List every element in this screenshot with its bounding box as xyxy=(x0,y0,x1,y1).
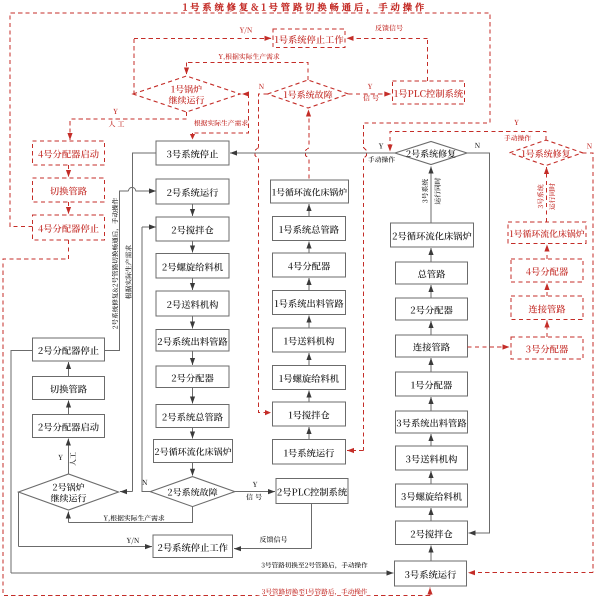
svg-text:1号系统停止工作: 1号系统停止工作 xyxy=(274,32,343,46)
svg-text:2号循环流化床锅炉: 2号循环流化床锅炉 xyxy=(154,445,231,458)
svg-text:1号锅炉: 1号锅炉 xyxy=(171,83,202,96)
svg-text:1号循环流化床锅炉: 1号循环流化床锅炉 xyxy=(272,186,347,199)
svg-text:Y/N: Y/N xyxy=(126,536,139,546)
svg-text:2号系统总管路: 2号系统总管路 xyxy=(162,410,224,424)
svg-text:3号管路切换至2号管路后，手动操作: 3号管路切换至2号管路后，手动操作 xyxy=(261,560,368,570)
svg-text:N: N xyxy=(475,141,481,151)
svg-text:1号系统修复: 1号系统修复 xyxy=(521,147,570,160)
svg-text:2号分配器: 2号分配器 xyxy=(171,370,214,384)
svg-text:连接管路: 连接管路 xyxy=(528,301,566,315)
svg-text:3号送料机构: 3号送料机构 xyxy=(406,452,458,466)
svg-text:Y: Y xyxy=(368,82,373,92)
svg-text:Y/N: Y/N xyxy=(239,26,252,36)
svg-text:N: N xyxy=(142,478,148,488)
svg-text:2号循环流化床锅炉: 2号循环流化床锅炉 xyxy=(392,229,472,243)
svg-text:Y: Y xyxy=(58,453,63,463)
svg-text:N: N xyxy=(259,82,265,92)
svg-text:1号螺旋给料机: 1号螺旋给料机 xyxy=(279,371,340,385)
svg-text:1号循环流化床锅炉: 1号循环流化床锅炉 xyxy=(509,227,584,240)
svg-text:2号分配器: 2号分配器 xyxy=(410,303,453,317)
svg-text:1号分配器: 1号分配器 xyxy=(411,378,453,392)
svg-text:1号PLC控制系统: 1号PLC控制系统 xyxy=(394,86,464,100)
svg-text:根据实际生产需求: 根据实际生产需求 xyxy=(123,245,133,300)
svg-text:总管路: 总管路 xyxy=(418,267,447,281)
svg-text:根据实际生产需求: 根据实际生产需求 xyxy=(194,118,249,128)
svg-text:3号系统出料管路: 3号系统出料管路 xyxy=(396,416,467,430)
svg-text:2号系统故障: 2号系统故障 xyxy=(167,486,217,499)
svg-text:1号系统故障: 1号系统故障 xyxy=(283,88,332,101)
svg-text:1号系统总管路: 1号系统总管路 xyxy=(279,222,340,236)
svg-text:Y: Y xyxy=(113,107,118,117)
svg-text:2号搅拌仓: 2号搅拌仓 xyxy=(410,526,453,540)
svg-text:信 号: 信 号 xyxy=(246,493,262,503)
svg-text:Y: Y xyxy=(514,118,519,128)
svg-text:信 号: 信 号 xyxy=(363,94,379,104)
svg-text:继续运行: 继续运行 xyxy=(50,492,86,505)
svg-text:手动操作: 手动操作 xyxy=(504,133,531,143)
svg-text:反馈信号: 反馈信号 xyxy=(375,24,403,34)
svg-text:切换管路: 切换管路 xyxy=(50,184,88,198)
svg-text:切换管路: 切换管路 xyxy=(50,382,88,396)
svg-text:连接管路: 连接管路 xyxy=(413,340,451,354)
svg-text:2号系统修复&2号管路切换畅通后，手动操作: 2号系统修复&2号管路切换畅通后，手动操作 xyxy=(110,197,120,329)
svg-text:3号系统: 3号系统 xyxy=(420,179,430,203)
svg-text:Y,根据实际生产需求: Y,根据实际生产需求 xyxy=(218,51,280,61)
svg-text:Y,根据实际生产需求: Y,根据实际生产需求 xyxy=(103,512,165,522)
svg-text:2号搅拌仓: 2号搅拌仓 xyxy=(171,223,214,237)
svg-text:2号送料机构: 2号送料机构 xyxy=(167,297,219,311)
svg-text:3号系统停止: 3号系统停止 xyxy=(167,147,219,161)
svg-text:1号系统出料管路: 1号系统出料管路 xyxy=(274,296,344,310)
svg-text:继续运行: 继续运行 xyxy=(168,94,204,107)
svg-text:1号搅拌仓: 1号搅拌仓 xyxy=(288,408,330,422)
svg-text:2号系统停止工作: 2号系统停止工作 xyxy=(158,540,229,554)
svg-text:2号系统运行: 2号系统运行 xyxy=(167,185,220,199)
svg-text:反馈信号: 反馈信号 xyxy=(260,535,288,545)
svg-text:3号系统: 3号系统 xyxy=(535,184,545,208)
svg-text:1号系统运行: 1号系统运行 xyxy=(284,445,336,459)
svg-text:Y: Y xyxy=(253,480,258,490)
svg-text:3号系统运行: 3号系统运行 xyxy=(405,567,458,581)
svg-text:人 工: 人 工 xyxy=(109,120,125,130)
svg-text:1号系统修复&1号管路切换畅通后，手动操作: 1号系统修复&1号管路切换畅通后，手动操作 xyxy=(183,0,427,14)
svg-text:2号PLC控制系统: 2号PLC控制系统 xyxy=(277,485,348,499)
svg-text:4号分配器: 4号分配器 xyxy=(526,264,569,278)
svg-text:运行同时: 运行同时 xyxy=(432,177,442,204)
svg-text:2号系统出料管路: 2号系统出料管路 xyxy=(157,334,228,348)
svg-text:2号分配器停止: 2号分配器停止 xyxy=(38,343,99,357)
svg-text:4号分配器停止: 4号分配器停止 xyxy=(38,221,99,235)
svg-text:2号螺旋给料机: 2号螺旋给料机 xyxy=(162,259,224,273)
svg-text:运行同时: 运行同时 xyxy=(547,183,557,210)
svg-text:4号分配器启动: 4号分配器启动 xyxy=(38,147,100,161)
svg-text:3号螺旋给料机: 3号螺旋给料机 xyxy=(401,489,463,503)
svg-text:3号分配器: 3号分配器 xyxy=(526,342,569,356)
svg-text:N: N xyxy=(587,142,593,152)
svg-text:Y: Y xyxy=(379,142,384,152)
svg-text:2号分配器启动: 2号分配器启动 xyxy=(38,420,100,434)
svg-text:3号管路切换至1号管路后，手动操作: 3号管路切换至1号管路后，手动操作 xyxy=(262,586,368,596)
svg-text:2号锅炉: 2号锅炉 xyxy=(52,481,84,494)
svg-text:手动操作: 手动操作 xyxy=(368,154,395,164)
svg-text:人工: 人工 xyxy=(69,452,79,466)
svg-text:2号系统修复: 2号系统修复 xyxy=(406,147,456,160)
svg-text:1号送料机构: 1号送料机构 xyxy=(284,334,335,348)
svg-text:4号分配器: 4号分配器 xyxy=(288,259,331,273)
